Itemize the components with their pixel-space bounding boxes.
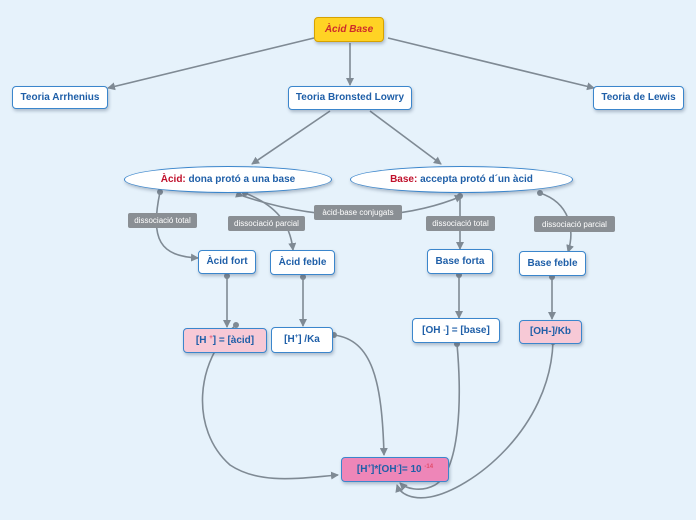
h-acid-post: ] = [àcid] — [212, 334, 255, 346]
weak-base-node[interactable]: Base feble — [519, 251, 586, 276]
edge-label-conjugate: àcid-base conjugats — [314, 205, 402, 220]
acid-definition-node[interactable]: Àcid: dona protó a una base — [124, 166, 332, 193]
edge-ka-kw — [333, 334, 388, 456]
oh-base-charge: - — [443, 327, 446, 334]
kw-part3: ]= 10 — [398, 463, 425, 475]
edge-bronsted-base — [369, 110, 442, 165]
strong-base-label: Base forta — [435, 255, 485, 267]
oh-base-post: ] = [base] — [445, 324, 490, 336]
oh-kb-label: [OH-]/Kb — [529, 326, 572, 337]
kw-charge-oh: - — [396, 463, 399, 470]
root-label: Àcid Base — [324, 23, 374, 35]
h-acid-formula-node[interactable]: [H +] = [àcid] — [183, 328, 267, 353]
theory-bronsted-node[interactable]: Teoria Bronsted Lowry — [288, 86, 412, 110]
kw-part2: ]*[OH — [370, 463, 397, 475]
edge-label-base-total: dissociació total — [426, 216, 495, 231]
edge-label-acid-total: dissociació total — [128, 213, 197, 228]
h-ka-charge: + — [294, 334, 299, 340]
acid-definition-text: dona protó a una base — [185, 173, 296, 185]
strong-acid-label: Àcid fort — [206, 256, 248, 267]
oh-base-formula-node[interactable]: [OH -] = [base] — [412, 318, 500, 343]
edge-label-base-partial: dissociació parcial — [534, 216, 615, 232]
kw-exponent: -14 — [424, 463, 434, 470]
base-definition-node[interactable]: Base: accepta protó d´un àcid — [350, 166, 573, 193]
edge-root-arrhenius — [107, 37, 315, 91]
theory-lewis-label: Teoria de Lewis — [601, 92, 676, 103]
root-node[interactable]: Àcid Base — [314, 17, 384, 42]
h-acid-charge: + — [209, 334, 213, 341]
h-ka-pre: [H — [284, 334, 295, 345]
kw-charge-h: + — [367, 463, 371, 470]
edge-bronsted-acid — [251, 110, 331, 165]
theory-bronsted-label: Teoria Bronsted Lowry — [295, 92, 405, 103]
edge-kb-kw — [395, 341, 554, 499]
edge-h-acid-kw — [201, 324, 339, 480]
oh-base-pre: [OH — [422, 324, 444, 336]
h-ka-post: ] /Ka — [298, 334, 320, 345]
oh-kb-formula-node[interactable]: [OH-]/Kb — [519, 320, 582, 344]
h-acid-pre: [H — [195, 334, 210, 346]
edge-root-lewis — [387, 37, 595, 91]
kw-formula-node[interactable]: [H+]*[OH-]= 10 -14 — [341, 457, 449, 482]
theory-lewis-node[interactable]: Teoria de Lewis — [593, 86, 684, 110]
theory-arrhenius-label: Teoria Arrhenius — [20, 91, 100, 103]
h-ka-formula-node[interactable]: [H+] /Ka — [271, 327, 333, 353]
strong-base-node[interactable]: Base forta — [427, 249, 493, 274]
acid-keyword: Àcid: — [160, 173, 186, 185]
kw-part1: [H — [356, 463, 368, 475]
edge-acid-total — [155, 191, 199, 262]
edge-label-acid-partial: dissociació parcial — [228, 216, 305, 231]
base-keyword: Base: — [390, 173, 418, 185]
strong-acid-node[interactable]: Àcid fort — [198, 250, 256, 274]
theory-arrhenius-node[interactable]: Teoria Arrhenius — [12, 86, 108, 109]
weak-base-label: Base feble — [527, 257, 578, 269]
weak-acid-node[interactable]: Àcid feble — [270, 250, 335, 275]
base-definition-text: accepta protó d´un àcid — [417, 173, 533, 185]
weak-acid-label: Àcid feble — [278, 256, 327, 268]
